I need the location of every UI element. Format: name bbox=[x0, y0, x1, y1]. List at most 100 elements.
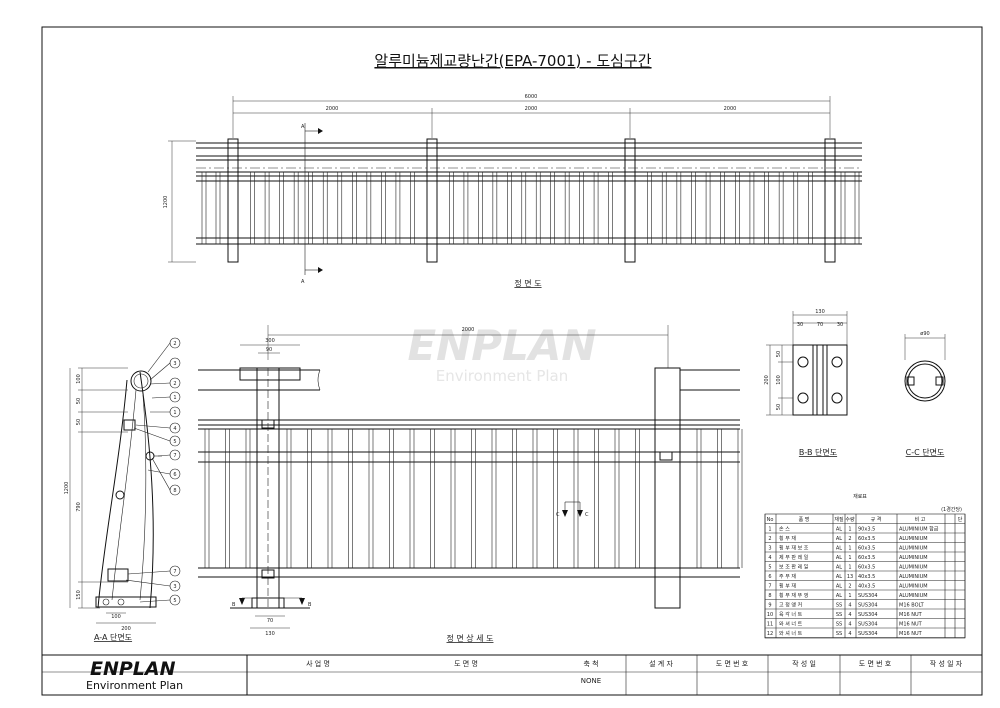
callout-bubble bbox=[169, 391, 181, 403]
aa-dim-1: 100 bbox=[76, 374, 82, 384]
bb-dim-3: 70 bbox=[817, 322, 823, 328]
section-bb-caption: B-B 단면도 bbox=[799, 447, 837, 457]
table-header-cell: 재질 bbox=[834, 516, 844, 523]
front-baluster bbox=[215, 171, 221, 245]
table-cell: SUS304 bbox=[858, 631, 878, 637]
callout-number: 5 bbox=[173, 598, 176, 604]
title-block-sub: Environment Plan bbox=[86, 679, 183, 692]
table-cell: AL bbox=[836, 555, 842, 561]
detail-dim-top: 300 bbox=[265, 338, 275, 344]
section-cc-caption: C-C 단면도 bbox=[906, 447, 945, 457]
table-grid bbox=[764, 514, 966, 638]
table-cell: 제 부 판 레 일 bbox=[779, 554, 809, 561]
table-cell: SUS304 bbox=[858, 622, 878, 628]
section-a-a: 100 50 50 790 150 1200 200 100 232114578… bbox=[64, 337, 181, 642]
table-cell: 4 bbox=[848, 612, 851, 618]
table-cell: 1 bbox=[848, 593, 851, 599]
section-c-c: ø90 C-C 단면도 bbox=[904, 331, 946, 457]
drawing-title: 알루미늄제교량난간(EPA-7001) - 도심구간 bbox=[374, 52, 651, 70]
front-baluster bbox=[661, 171, 667, 245]
detail-balusters bbox=[204, 429, 743, 568]
callout-number: 2 bbox=[173, 341, 176, 347]
table-cell: 4 bbox=[848, 622, 851, 628]
bb-dim-4: 30 bbox=[837, 322, 843, 328]
aa-height-label: 1200 bbox=[64, 482, 70, 495]
table-cell: 4 bbox=[848, 631, 851, 637]
table-cell: 11 bbox=[767, 622, 773, 628]
table-cell: SS bbox=[836, 622, 842, 628]
front-baluster bbox=[593, 171, 599, 245]
table-cell: 40x3.5 bbox=[858, 584, 875, 590]
front-baluster bbox=[381, 171, 386, 245]
callout-bubble bbox=[169, 422, 181, 434]
bb-dim-1: 130 bbox=[815, 309, 825, 315]
table-header-cell: 품 명 bbox=[799, 516, 810, 523]
table-title: 재료표 bbox=[853, 493, 867, 500]
front-baluster bbox=[250, 171, 255, 245]
table-cell: 1 bbox=[848, 565, 851, 571]
front-baluster bbox=[279, 171, 284, 245]
front-baluster bbox=[264, 171, 270, 245]
tb-field-date: 작 성 일 bbox=[792, 659, 816, 668]
callout-leader bbox=[147, 342, 171, 373]
front-baluster bbox=[720, 171, 725, 245]
callout-leader bbox=[127, 570, 171, 575]
detail-view-caption: 정 면 상 세 도 bbox=[447, 633, 494, 643]
callout-bubble bbox=[169, 484, 181, 496]
front-baluster bbox=[322, 171, 328, 245]
front-baluster bbox=[691, 171, 696, 245]
table-cell: SUS304 bbox=[858, 603, 878, 609]
aa-dim-5: 150 bbox=[76, 590, 82, 600]
callout-number: 7 bbox=[173, 453, 176, 459]
table-cell: ALUMINIUM 합금 bbox=[899, 526, 939, 533]
table-cell: ALUMINIUM bbox=[899, 536, 928, 542]
table-cell: 횡 부 재 뚜 껑 bbox=[779, 592, 808, 599]
table-cell: 1 bbox=[848, 546, 851, 552]
table-cell: 60x3.5 bbox=[858, 546, 875, 552]
aa-dim-6: 200 bbox=[121, 626, 131, 632]
detail-dim-span: 2000 bbox=[462, 327, 475, 333]
drawing-border bbox=[41, 26, 983, 696]
callout-leader bbox=[151, 396, 171, 399]
cut-mark-b-right: B bbox=[308, 602, 312, 608]
front-baluster bbox=[778, 171, 784, 245]
callout-number: 4 bbox=[173, 426, 176, 432]
tb-field-date-2: 작 성 일 자 bbox=[930, 659, 963, 668]
table-cell: 60x3.5 bbox=[858, 536, 875, 542]
table-cell: AL bbox=[836, 584, 842, 590]
front-baluster bbox=[449, 171, 454, 245]
table-cell: ALUMINIUM bbox=[899, 584, 928, 590]
table-cell: 4 bbox=[768, 555, 771, 561]
title-block-brand: ENPLAN bbox=[90, 658, 176, 680]
detail-dim-base2: 130 bbox=[265, 631, 275, 637]
front-baluster bbox=[410, 171, 415, 245]
cut-mark-c-right: C bbox=[585, 512, 589, 518]
callout-bubble bbox=[169, 468, 181, 480]
bb-dim-8: 50 bbox=[776, 404, 782, 410]
bb-dim-2: 30 bbox=[797, 322, 803, 328]
section-mark-a-top: A bbox=[301, 124, 305, 130]
table-cell: AL bbox=[836, 574, 842, 580]
callout-leader bbox=[125, 579, 171, 587]
front-baluster bbox=[337, 171, 343, 245]
table-cell: 주 부 재 bbox=[779, 573, 796, 580]
front-baluster bbox=[793, 171, 799, 245]
title-block: ENPLAN Environment Plan 사 업 명 도 면 명 축 척 … bbox=[42, 654, 982, 695]
callout-bubble bbox=[169, 580, 181, 592]
detail-dim-base1: 70 bbox=[267, 618, 273, 624]
callout-bubble bbox=[169, 565, 181, 577]
callout-number: 2 bbox=[173, 381, 176, 387]
callout-bubble bbox=[169, 377, 181, 389]
table-cell: 횡 부 재 bbox=[779, 583, 796, 590]
tb-field-drawing-no: 도 면 번 호 bbox=[716, 659, 749, 668]
front-baluster bbox=[492, 171, 498, 245]
table-cell: 2 bbox=[848, 536, 851, 542]
callout-number: 8 bbox=[173, 488, 176, 494]
tb-field-project: 사 업 명 bbox=[306, 659, 330, 668]
dim-height: 1200 bbox=[163, 196, 169, 209]
table-cell: 60x3.5 bbox=[858, 565, 875, 571]
table-cell: SS bbox=[836, 631, 842, 637]
table-unit: (1경간당) bbox=[941, 506, 962, 513]
aa-dim-4: 790 bbox=[76, 502, 82, 512]
